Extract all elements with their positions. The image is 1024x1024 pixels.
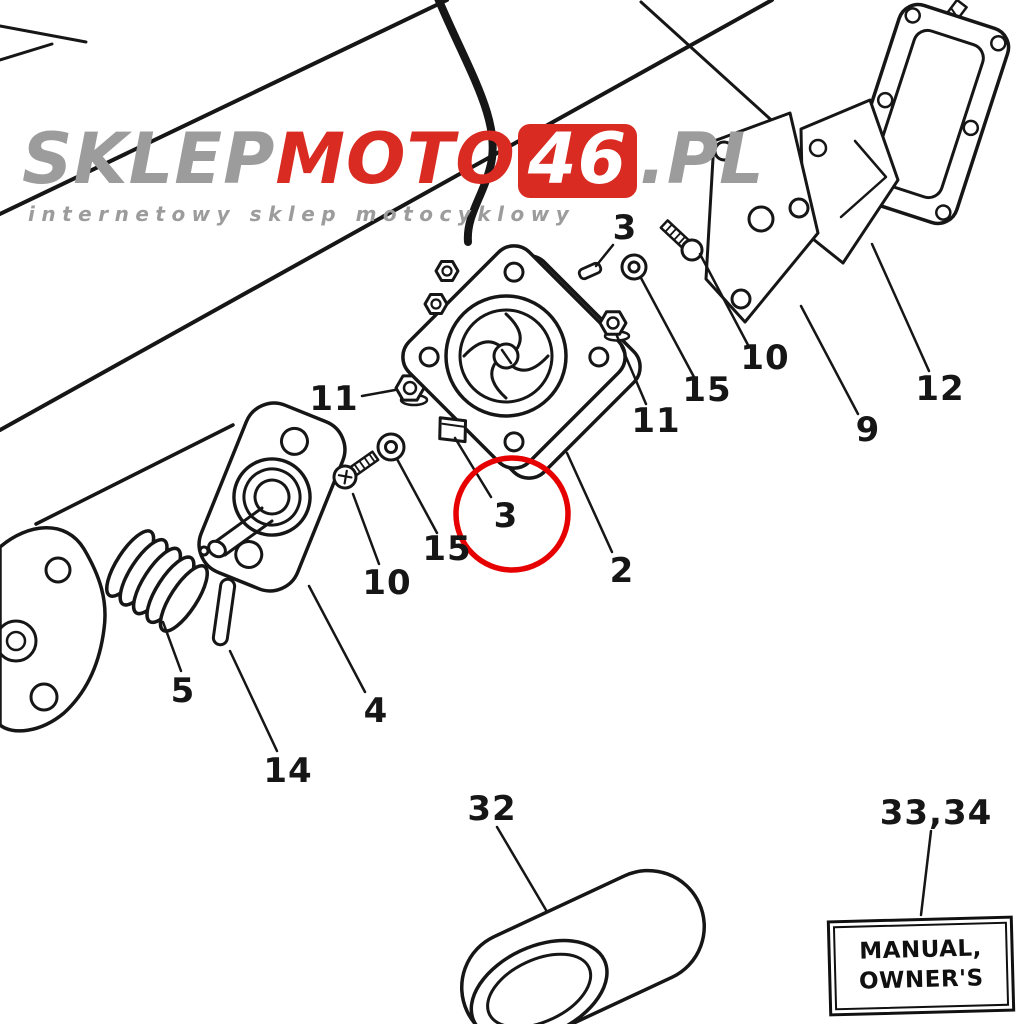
- flange-plate-4: [197, 401, 347, 593]
- washer-15-right: [620, 253, 648, 281]
- part-label-9: 9: [855, 410, 881, 450]
- brand-part-moto: MOTO: [275, 118, 516, 200]
- bolt-10-left: [332, 450, 380, 490]
- part-label-32: 32: [467, 789, 517, 829]
- pump-housing-2: [401, 244, 642, 480]
- highlight-circle: [453, 455, 571, 573]
- impeller-3: [444, 294, 568, 418]
- brand-part-46: 46: [517, 124, 638, 198]
- part-label-15-right: 15: [682, 370, 732, 410]
- washer-15-left: [376, 432, 406, 462]
- owners-manual-label: MANUAL, OWNER'S: [832, 921, 1010, 1011]
- manual-label-line2: OWNER'S: [858, 965, 985, 995]
- part-label-15-left: 15: [422, 529, 472, 569]
- part-label-5: 5: [170, 671, 196, 711]
- part-label-14: 14: [263, 751, 313, 791]
- owners-manual-label-box: MANUAL, OWNER'S: [826, 915, 1016, 1017]
- pump-shaft: [198, 506, 274, 559]
- part-label-10-left: 10: [362, 563, 412, 603]
- part-label-3-top: 3: [612, 208, 638, 248]
- part-label-12: 12: [915, 369, 965, 409]
- spring-5: [105, 529, 209, 633]
- mount-studs: [423, 260, 460, 315]
- part-label-11-right: 11: [631, 401, 681, 441]
- store-tagline: internetowy sklep motocyklowy: [28, 202, 576, 226]
- manual-label-line1: MANUAL,: [858, 935, 983, 965]
- key-3-top: [577, 261, 603, 281]
- collar-3: [438, 416, 468, 444]
- part-label-3-circled: 3: [493, 496, 519, 536]
- nut-11-right: [598, 310, 631, 342]
- duct-32: [459, 868, 707, 1024]
- part-label-4: 4: [363, 691, 389, 731]
- gasket-9: [704, 111, 820, 324]
- bolt-10-right: [659, 219, 704, 262]
- leader-lines: [161, 242, 933, 929]
- part-label-33-34: 33,34: [879, 793, 993, 833]
- part-label-2: 2: [609, 551, 635, 591]
- part-label-11-left: 11: [309, 379, 359, 419]
- brand-part-sklep: SKLEP: [22, 118, 276, 200]
- part-label-10-right: 10: [740, 338, 790, 378]
- end-bracket: [0, 526, 107, 733]
- background-structure: [0, 0, 781, 526]
- pin-14: [211, 577, 237, 647]
- brand-part-pl: .PL: [639, 118, 765, 200]
- cable-line: [434, 0, 497, 246]
